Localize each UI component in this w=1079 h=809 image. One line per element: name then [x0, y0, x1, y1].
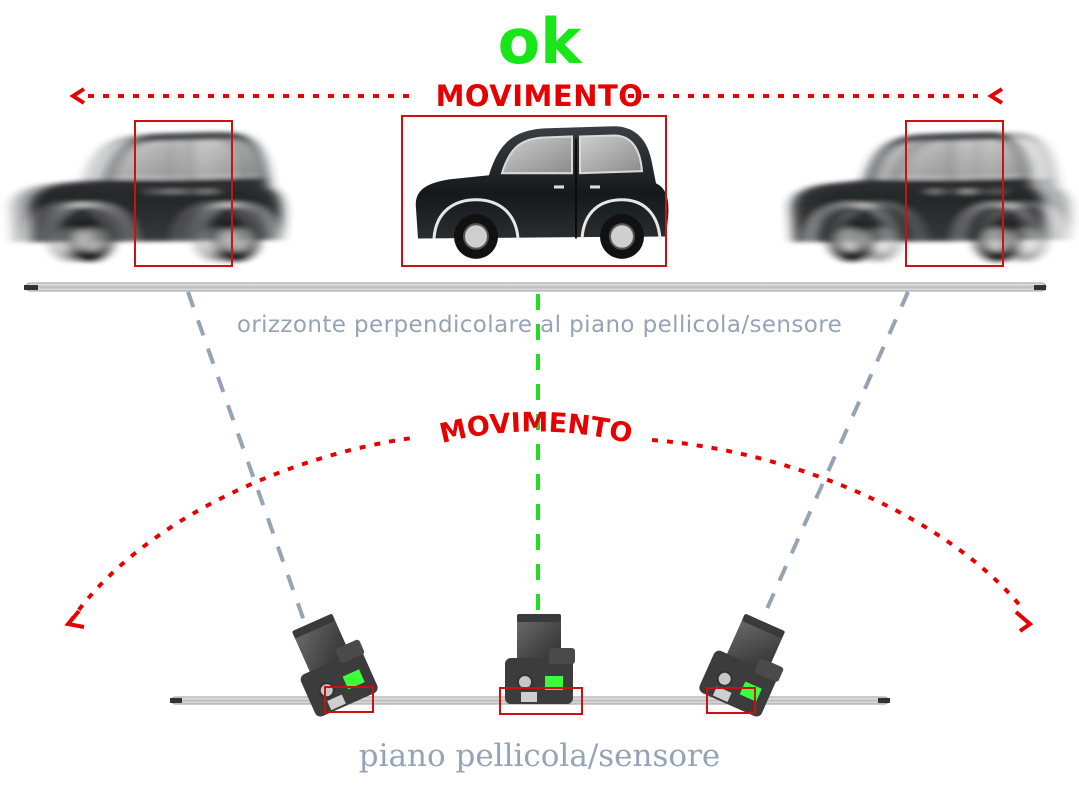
arrow-left-icon	[69, 87, 86, 105]
car-icon	[790, 120, 1072, 267]
frame-box-right	[905, 120, 1004, 267]
sight-line-left	[186, 291, 310, 633]
arc-movement-left	[68, 436, 413, 624]
arrow-right-icon	[1014, 610, 1034, 633]
sensor-plane-label: piano pellicola/sensore	[358, 738, 721, 774]
horizon-label: orizzonte perpendicolare al piano pellic…	[236, 312, 843, 338]
sensor-box-center	[499, 687, 583, 715]
frame-box-center	[401, 115, 667, 267]
car-icon	[10, 120, 284, 267]
frame-box-left	[134, 120, 233, 267]
arrow-left-icon	[64, 609, 85, 629]
top-movement-label: MOVIMENTO	[435, 79, 644, 113]
status-label: ok	[497, 5, 582, 78]
camera-icon	[504, 613, 576, 705]
horizon-rail	[25, 282, 1047, 292]
sensor-box-right	[706, 687, 756, 714]
arc-movement-right	[651, 438, 1024, 610]
arc-movement-label: MOVIMENTO	[437, 407, 636, 450]
arrow-right-icon	[987, 87, 1004, 105]
sight-line-right	[760, 291, 910, 621]
car-icon	[401, 115, 671, 267]
sensor-box-left	[324, 686, 374, 713]
